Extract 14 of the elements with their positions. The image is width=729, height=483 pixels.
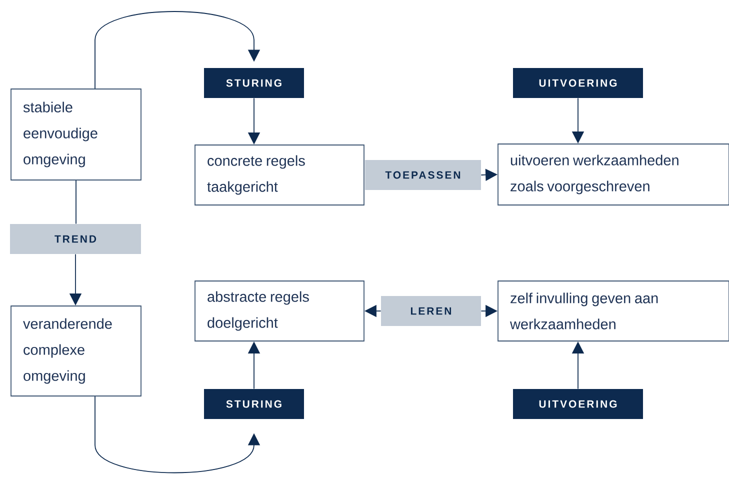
arrow [94,11,260,89]
heading-label: STURING [204,389,304,419]
heading-label: UITVOERING [513,389,643,419]
text-box: veranderende complexe omgeving [10,306,142,396]
text-box: stabiele eenvoudige omgeving [10,88,142,180]
band-label: LEREN [381,296,481,326]
heading-label: UITVOERING [513,68,643,98]
text-box: zelf invulling geven aan werkzaamheden [498,280,729,342]
band-label: TOEPASSEN [365,160,481,190]
text-box: uitvoeren werkzaamheden zoals voorgeschreven [498,144,729,206]
text-box: concrete regels taakgericht [194,144,364,206]
band-label: TREND [10,224,141,254]
text-box: abstracte regels doelgericht [194,280,364,342]
heading-label: STURING [204,68,304,98]
